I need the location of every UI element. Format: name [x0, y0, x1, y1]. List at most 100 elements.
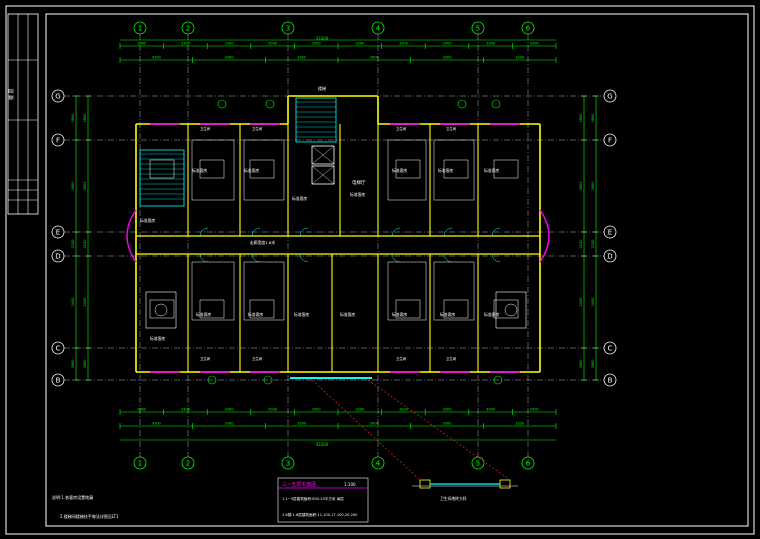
door-swing: [443, 253, 453, 263]
bath-label: 卫生间: [252, 126, 263, 131]
bed: [149, 159, 175, 179]
bottom-dim-text: 3300: [137, 408, 146, 412]
bed: [395, 159, 421, 179]
door-swing: [299, 253, 309, 263]
door-swing: [251, 227, 261, 237]
detail-index: [207, 375, 217, 385]
bath-outline: [433, 261, 475, 321]
column-axis-label: 2: [186, 25, 190, 33]
bottom-dim-text: 3300: [399, 408, 408, 412]
column-axis-label: 4: [376, 460, 381, 468]
detail-index: [493, 375, 503, 385]
room-label-lower: 标准客房: [440, 312, 455, 317]
bed: [149, 299, 175, 319]
lobby-label: 电梯厅: [352, 179, 366, 186]
elevator-shaft: [311, 145, 335, 165]
door-swing: [391, 227, 401, 237]
lounge-table: [154, 303, 168, 317]
note-line-2: 2.楼梯间楼梯扶手做法详图见LT1: [60, 513, 119, 519]
bay-window-right: [539, 209, 550, 263]
row-axis-label: F: [608, 137, 612, 145]
bay-window-left: [126, 209, 137, 263]
bed: [443, 159, 469, 179]
left-dim-2-text: 3900: [83, 182, 87, 191]
bottom-dim-2-text: 3300: [225, 422, 234, 426]
bath-label: 卫生间: [396, 356, 407, 361]
title-block: 三~五层平面图 1:100 1.1~5层建筑面积:635.25平方米 每层 1.…: [277, 477, 369, 523]
right-dim-text: 2400: [579, 298, 583, 307]
bath-label: 卫生间: [446, 356, 457, 361]
lounge-furniture: [145, 291, 177, 329]
bed: [443, 299, 469, 319]
bath-label: 卫生间: [200, 126, 211, 131]
overall-width-bottom: 33300: [316, 442, 329, 447]
left-dim-text: 3900: [71, 182, 75, 191]
room-label-lower: 标准客房: [392, 312, 407, 317]
bath-label: 卫生间: [396, 126, 407, 131]
bottom-dim-2-text: 3300: [515, 422, 524, 426]
row-axis-label: G: [55, 93, 60, 101]
dimension-lines: 3300 3300 3300 3900 3300 3300 3300 3300 3900 3300…: [71, 39, 599, 441]
title-block-scale: 1:100: [344, 482, 356, 487]
bath-outline: [243, 139, 285, 201]
lounge-table: [504, 303, 518, 317]
bed: [493, 159, 519, 179]
right-dim-text: 2100: [579, 240, 583, 249]
row-axis-label: F: [56, 137, 60, 145]
bath-label: 卫生间: [252, 356, 263, 361]
detail-index: [217, 99, 227, 109]
title-note-2: 1.6楼:1.6层建筑面积:11.100,17.100,20.200: [282, 512, 358, 517]
left-dim-text: 3900: [71, 360, 75, 369]
bed: [249, 159, 275, 179]
left-dim-2-text: 2100: [83, 240, 87, 249]
bottom-dim-2-text: 3300: [443, 422, 452, 426]
bed: [395, 299, 421, 319]
room-label-lower: 标准客房: [248, 312, 263, 317]
door-swing: [299, 227, 309, 237]
top-dim-2-text: 3300: [152, 56, 161, 60]
row-axis-label: E: [608, 229, 612, 237]
bath-outline: [191, 139, 235, 201]
door-swing: [443, 227, 453, 237]
room-label-lower: 标准客房: [196, 312, 211, 317]
column-axis-label: 1: [138, 460, 142, 468]
bath-label: 卫生间: [200, 356, 211, 361]
left-dim-2-text: 3900: [83, 360, 87, 369]
room-label-lower: 标准客房: [150, 336, 165, 341]
bottom-dim-text: 3300: [181, 408, 190, 412]
overall-width-top: 33300: [316, 36, 329, 41]
room-label-lower: 标准客房: [484, 312, 499, 317]
bed: [493, 299, 519, 319]
top-dim-text: 3300: [355, 42, 364, 46]
top-dim-2-text: 3300: [225, 56, 234, 60]
bath-label: 卫生间: [446, 126, 457, 131]
detail-index: [263, 375, 273, 385]
detail-index: [265, 99, 275, 109]
bottom-dim-2-text: 3300: [297, 422, 306, 426]
right-dim-text: 3900: [579, 360, 583, 369]
room-label-upper: 标准客房: [192, 168, 207, 173]
door-swing: [491, 227, 501, 237]
bath-outline: [387, 261, 427, 321]
top-dim-text: 3300: [399, 42, 408, 46]
sheet-outer-border: [5, 5, 755, 535]
corridor-note: 走廊宽度1.8米: [250, 240, 275, 245]
elevator-x: [311, 165, 335, 185]
bottom-dim-text: 3300: [312, 408, 321, 412]
left-dim-2-text: 3900: [83, 114, 87, 123]
top-dim-2-text: 3900: [370, 56, 379, 60]
right-dim-2-text: 3900: [591, 182, 595, 191]
column-axis-label: 5: [476, 25, 480, 33]
bottom-dim-text: 3300: [530, 408, 539, 412]
bottom-dim-text: 3300: [443, 408, 452, 412]
room-label-upper: 标准客房: [350, 192, 365, 197]
left-dim-2-text: 2400: [83, 298, 87, 307]
row-axis-label: G: [607, 93, 612, 101]
detail-label: 卫生间地砖大样: [440, 496, 467, 501]
bath-outline: [191, 261, 235, 321]
bath-outline: [433, 139, 475, 201]
top-dim-2-text: 3300: [443, 56, 452, 60]
bottom-dim-2-text: 3300: [152, 422, 161, 426]
